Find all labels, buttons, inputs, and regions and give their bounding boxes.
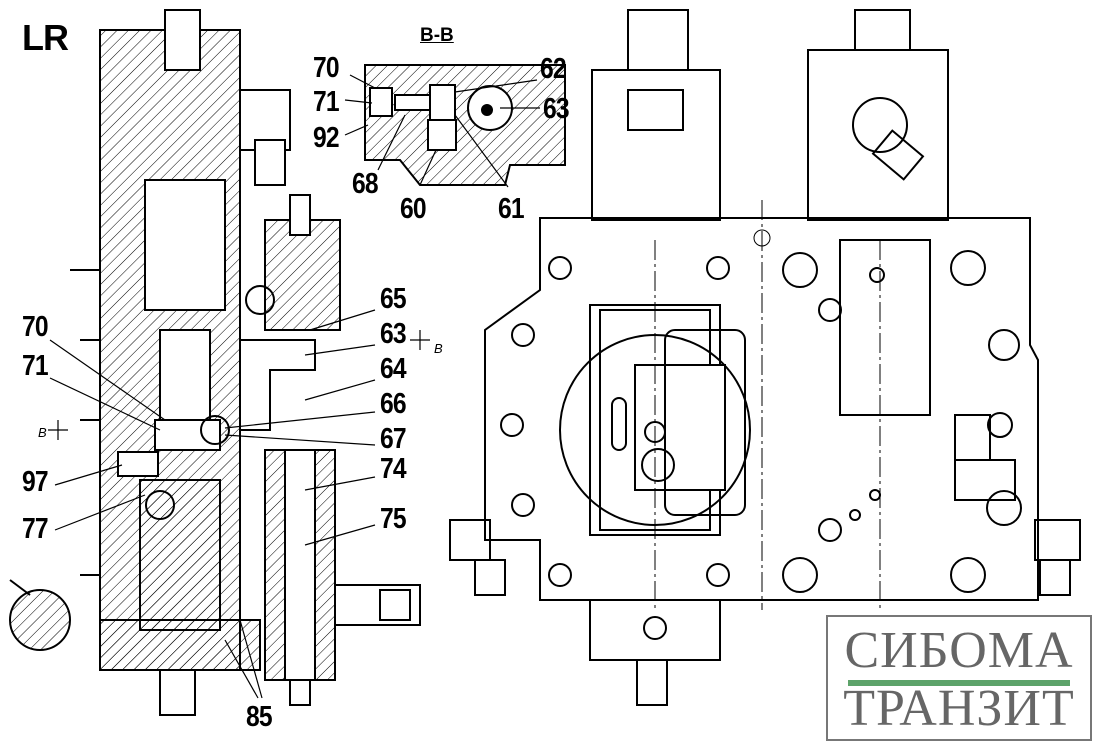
watermark-logo: СИБОМА ТРАНЗИТ	[826, 615, 1092, 741]
b-b-section-view	[364, 64, 566, 186]
callout-62: 62	[540, 53, 567, 85]
callout-63-bb: 63	[543, 93, 570, 125]
callout-68: 68	[352, 168, 379, 200]
callout-77: 77	[22, 513, 49, 545]
callout-70-bb: 70	[313, 52, 340, 84]
view-title: LR	[22, 17, 69, 58]
section-mark-b-left: B	[38, 425, 47, 440]
callout-60: 60	[400, 193, 427, 225]
section-title: B-B	[420, 25, 454, 46]
callout-67: 67	[380, 423, 407, 455]
callout-70: 70	[22, 311, 49, 343]
callout-65: 65	[380, 283, 407, 315]
callout-71-bb: 71	[313, 86, 340, 118]
watermark-line1: СИБОМА	[844, 622, 1074, 679]
callout-61: 61	[498, 193, 525, 225]
callout-92: 92	[313, 122, 340, 154]
watermark-line2: ТРАНЗИТ	[843, 680, 1075, 737]
right-exterior-view	[449, 9, 1081, 706]
callout-64: 64	[380, 353, 407, 385]
section-mark-b-right: B	[434, 341, 443, 356]
leader-lines	[48, 74, 540, 699]
callout-75: 75	[380, 503, 407, 535]
callout-97: 97	[22, 466, 49, 498]
callout-71: 71	[22, 350, 49, 382]
callout-63: 63	[380, 318, 407, 350]
callout-74: 74	[380, 453, 407, 485]
callout-66: 66	[380, 388, 407, 420]
callout-85: 85	[246, 701, 273, 733]
watermark-bar	[848, 680, 1070, 686]
left-section-view	[9, 9, 421, 716]
